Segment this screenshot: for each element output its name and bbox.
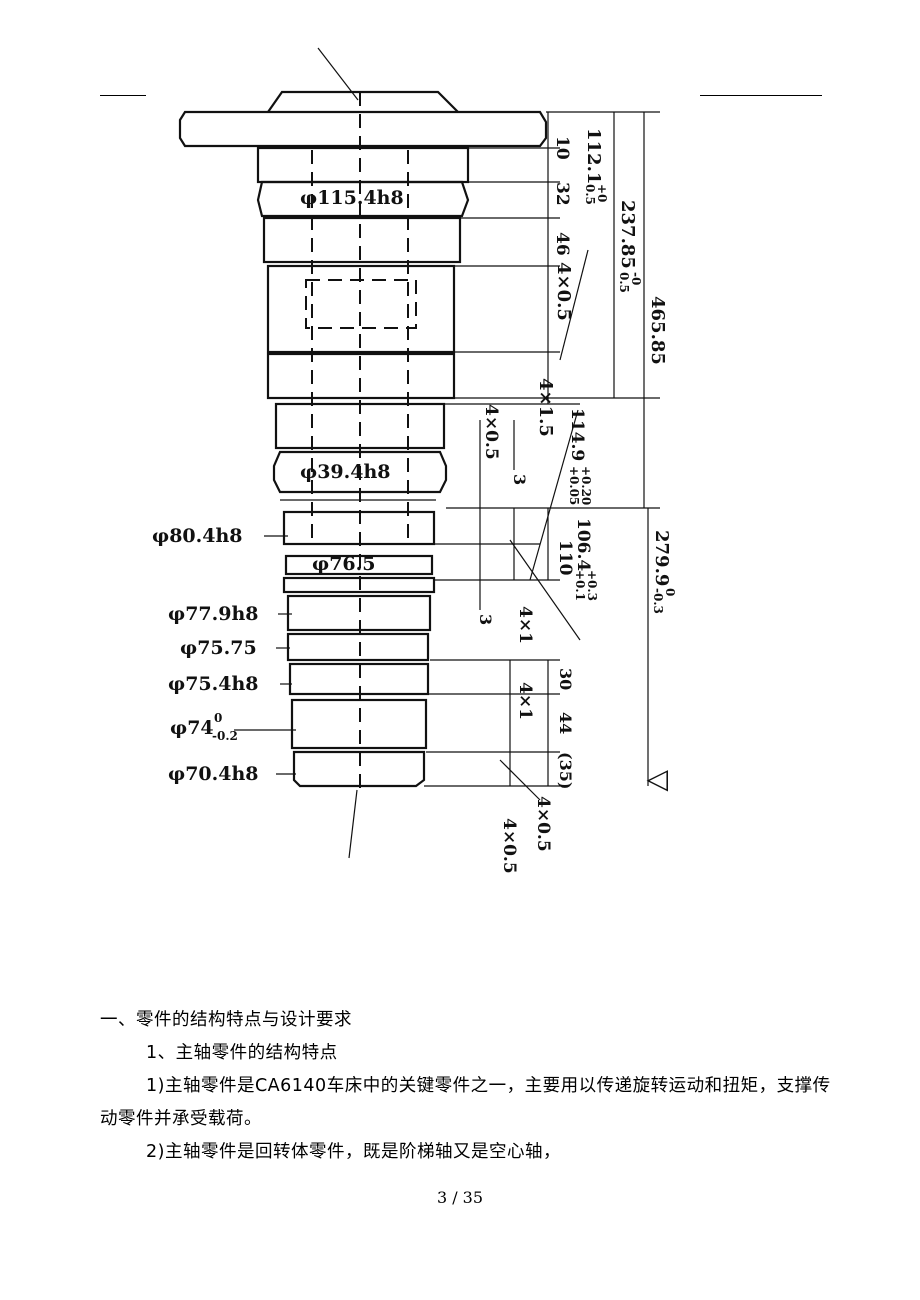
dia-75-4h8: φ75.4h8 — [168, 673, 259, 695]
dia-77-9h8: φ77.9h8 — [168, 603, 259, 625]
dim-4x0-5-b: 4×0.5 — [533, 796, 553, 852]
section-4 — [266, 264, 456, 354]
extension-lines — [424, 111, 660, 801]
dim-3-a: 3 — [510, 474, 529, 485]
section-12 — [286, 632, 430, 662]
dim-4x0-5-d: 4×0.5 — [481, 404, 501, 460]
section-2 — [256, 180, 470, 218]
dia-115-4h8: φ115.4h8 — [300, 187, 404, 209]
dim-112-1-lower: 0.5 — [583, 184, 597, 205]
dim-4x1-a: 4×1 — [515, 606, 535, 644]
dia-74-lower: -0.2 — [212, 729, 238, 743]
paragraph-2: 2)主轴零件是回转体零件，既是阶梯轴又是空心轴， — [146, 1142, 561, 1162]
flange-boss — [267, 90, 459, 113]
section-1 — [256, 146, 470, 184]
dim-106-4-lower: +0.1 — [573, 570, 587, 601]
section-7 — [272, 450, 448, 494]
dim-110: 110 — [555, 540, 575, 576]
dia-76-5: φ76.5 — [312, 553, 375, 575]
dim-237-85: 237.85 — [617, 200, 638, 269]
dim-279-9-upper: 0 — [663, 588, 677, 596]
body-text: 一、零件的结构特点与设计要求 1、主轴零件的结构特点 1)主轴零件是CA6140… — [100, 1004, 840, 1169]
dim-4x1-5: 4×1.5 — [535, 378, 556, 437]
dim-279-9: 279.9 — [651, 530, 672, 586]
subheading: 1、主轴零件的结构特点 — [146, 1043, 338, 1063]
dim-465-85: 465.85 — [647, 296, 668, 365]
dim-32: 32 — [552, 182, 572, 206]
dim-112-1-upper: +0 — [595, 184, 609, 202]
roughness-symbol: ▽ — [643, 770, 676, 792]
leader-lines — [234, 535, 296, 775]
dim-46: 46 — [552, 232, 572, 256]
dia-80-4h8: φ80.4h8 — [152, 525, 243, 547]
dim-10: 10 — [552, 136, 572, 160]
dim-279-9-lower: -0.3 — [651, 588, 665, 614]
dim-237-85-lower: 0.5 — [617, 272, 631, 293]
section-line-bottom — [348, 789, 358, 859]
dim-4x0-5-a: 4×0.5 — [553, 262, 574, 321]
dim-44: 44 — [556, 712, 575, 734]
section-heading: 一、零件的结构特点与设计要求 — [100, 1010, 352, 1030]
dim-112-1: 112.1 — [583, 128, 604, 184]
section-5 — [266, 352, 456, 400]
dim-35: (35) — [556, 752, 575, 789]
page-number: 3 / 35 — [436, 1188, 484, 1207]
paragraph-1: 1)主轴零件是CA6140车床中的关键零件之一，主要用以传递旋转运动和扭矩，支撑… — [100, 1076, 831, 1129]
dim-30: 30 — [556, 668, 575, 690]
spindle-flange — [178, 110, 548, 148]
dia-74-upper: 0 — [214, 711, 222, 725]
dim-106-4-upper: +0.3 — [585, 570, 599, 601]
section-15 — [292, 750, 426, 788]
dia-75-75: φ75.75 — [180, 637, 257, 659]
spindle-drawing: 112.1 +0 0.5 10 32 46 237.85 -0 0.5 465.… — [152, 47, 677, 874]
header-rule-left — [100, 95, 146, 96]
dim-3-b: 3 — [476, 614, 495, 625]
dim-237-85-upper: -0 — [629, 272, 643, 285]
header-rule-right — [700, 95, 822, 96]
dia-74: φ74 — [170, 717, 214, 739]
section-3 — [262, 216, 462, 264]
dim-4x0-5-c: 4×0.5 — [499, 818, 519, 874]
dim-106-4: 106.4 — [573, 518, 593, 571]
dim-114-9-lower: +0.05 — [567, 466, 581, 505]
dia-39-4h8: φ39.4h8 — [300, 461, 391, 483]
dim-4x1-b: 4×1 — [515, 682, 535, 720]
dia-70-4h8: φ70.4h8 — [168, 763, 259, 785]
dim-114-9: 114.9 — [567, 408, 587, 461]
dim-114-9-upper: +0.20 — [579, 466, 593, 505]
